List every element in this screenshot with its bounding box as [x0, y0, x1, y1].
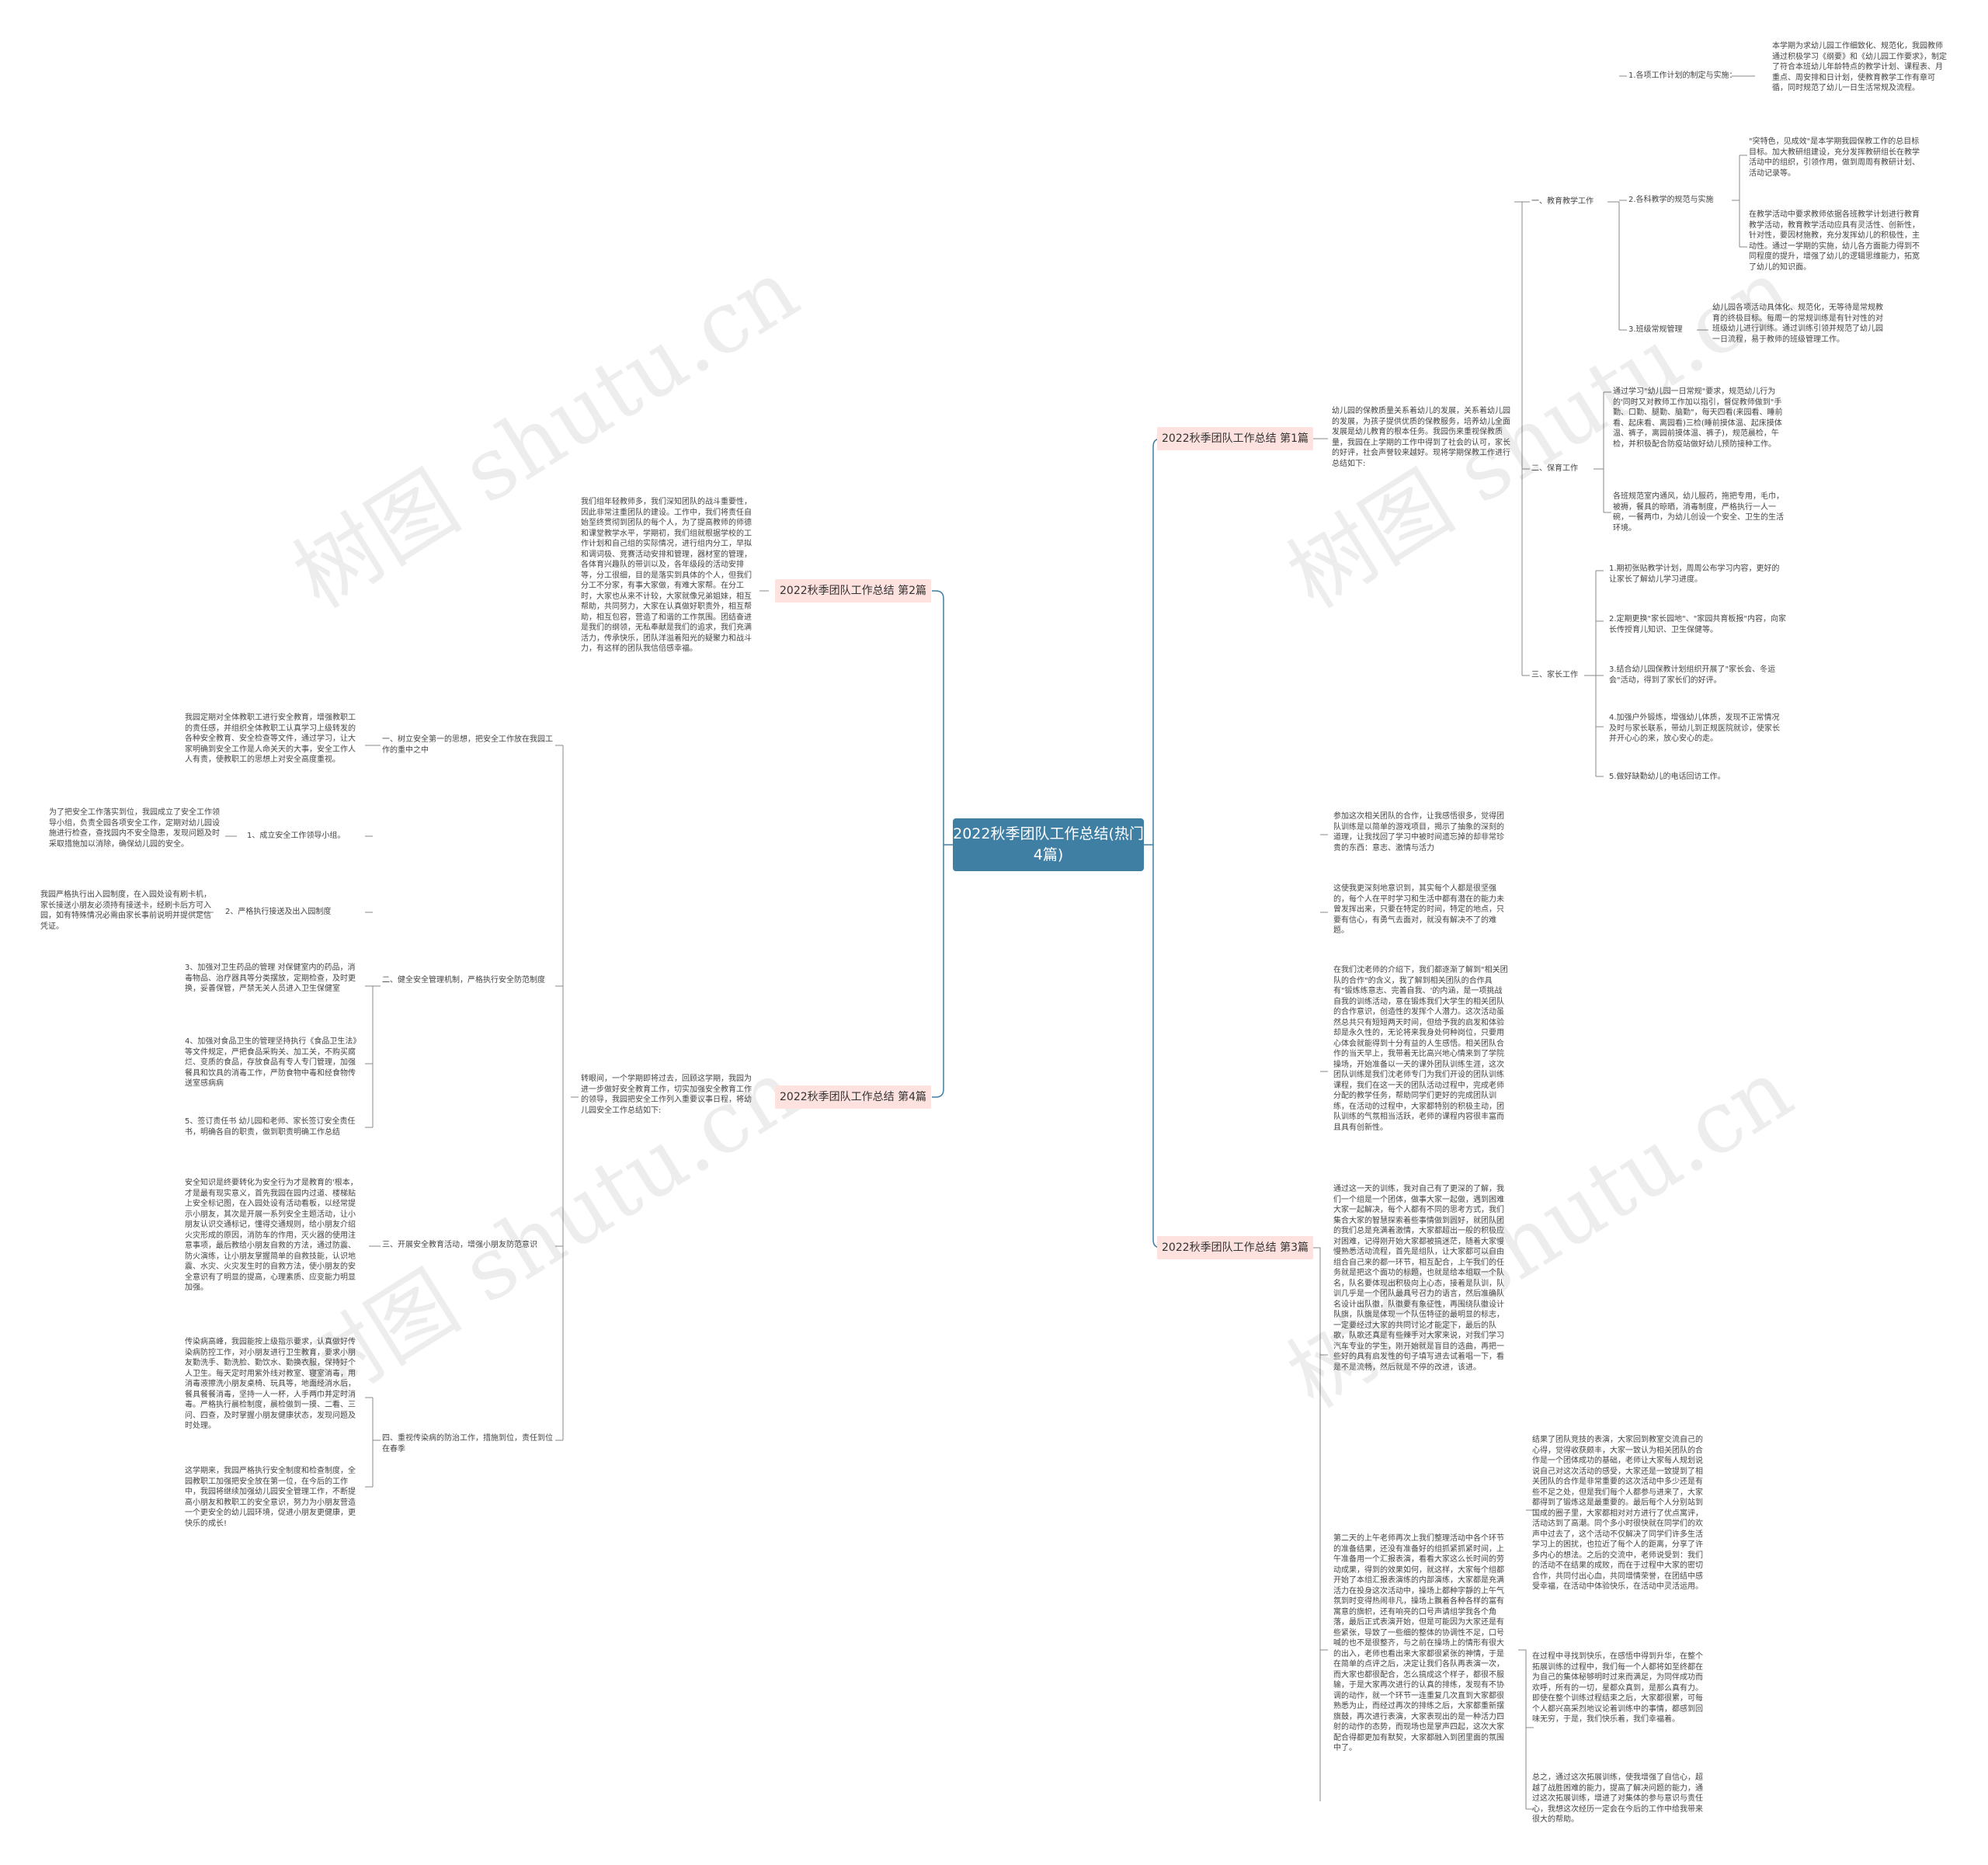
b4-s2-1-text: 为了把安全工作落实到位，我园成立了安全工作领导小组，负责全园各项安全工作，定期对…	[49, 808, 220, 849]
b1-s1-2-text-a: "突特色，见成效"是本学期我园保教工作的总目标目标。加大教研组建设，充分发挥教研…	[1749, 137, 1920, 178]
b1-s1-2[interactable]: 2.各科教学的规范与实施	[1628, 196, 1714, 204]
b4-s2-1[interactable]: 1、成立安全工作领导小组。	[247, 832, 346, 840]
b1-s3-item-1: 1.期初张贴教学计划，周周公布学习内容，更好的让家长了解幼儿学习进度。	[1609, 564, 1780, 584]
b1-s1-1-text: 本学期为求幼儿园工作细致化、规范化，我园教师通过积极学习《纲要》和《幼儿园工作要…	[1772, 42, 1947, 92]
b2-text: 我们组年轻教师多，我们深知团队的战斗重要性，因此非常注重团队的建设。工作中，我们…	[581, 498, 752, 653]
b4-s4-text-a: 传染病高峰，我园能按上级指示要求，认真做好传染病防控工作，对小朋友进行卫生教育，…	[185, 1338, 356, 1430]
b1-s3-item-5: 5.做好缺勤幼儿的电话回访工作。	[1609, 773, 1726, 781]
root-node[interactable]: 2022秋季团队工作总结(热门4篇)	[953, 818, 1144, 871]
b1-s3-item-3: 3.结合幼儿园保教计划组织开展了"家长会、冬运会"活动，得到了家长们的好评。	[1609, 665, 1776, 685]
b1-s2-text-b: 各班规范室内通风，幼儿服药，拖把专用，毛巾，被褥，餐具的晾晒，消毒制度，严格执行…	[1613, 492, 1784, 533]
b3-p6: 结果了团队竞技的表演，大家回到教室交流自己的心得，觉得收获颇丰，大家一致认为相关…	[1532, 1436, 1703, 1591]
b4-s2[interactable]: 二、健全安全管理机制，严格执行安全防范制度	[382, 976, 545, 985]
b1-s1-3[interactable]: 3.班级常规管理	[1628, 325, 1683, 334]
b4-intro: 转眼间，一个学期即将过去，回顾这学期，我园为进一步做好安全教育工作，切实加强安全…	[581, 1075, 752, 1115]
b3-p3: 在我们沈老师的介绍下，我们都逐渐了解到"相关团队的合作"的含义，我了解到相关团队…	[1333, 966, 1508, 1132]
b3-p8: 总之，通过这次拓展训练，使我增强了自信心，超越了战胜困难的能力，提高了解决问题的…	[1532, 1773, 1703, 1824]
b3-p1: 参加这次相关团队的合作，让我感悟很多，觉得团队训练是以简单的游戏项目，揭示了抽象…	[1333, 812, 1504, 853]
branch-4-title[interactable]: 2022秋季团队工作总结 第4篇	[775, 1085, 931, 1109]
b1-s1-3-text: 幼儿园各项活动具体化、规范化，无等待是常规教育的终极目标。每周一的常规训练是有针…	[1712, 304, 1883, 344]
b4-s2-5-text: 5、签订责任书 幼儿园和老师、家长签订安全责任书，明确各自的职责，做到职责明确工…	[185, 1117, 356, 1137]
b1-s1[interactable]: 一、教育教学工作	[1531, 197, 1594, 206]
b3-p7: 在过程中寻找到快乐，在感悟中得到升华，在整个拓展训练的过程中，我们每一个人都将如…	[1532, 1652, 1703, 1724]
b1-s2-text-a: 通过学习"幼儿园一日常规"要求，规范幼儿行为的'同时又对教师工作加以指引，督促教…	[1613, 387, 1783, 449]
b1-s2[interactable]: 二、保育工作	[1531, 464, 1578, 473]
b4-s1-text: 我园定期对全体教职工进行安全教育，增强教职工的责任感，并组织全体教职工认真学习上…	[185, 714, 356, 764]
b3-p4: 通过这一天的训练，我对自己有了更深的了解，我们一个组是一个团体，做事大家一起做，…	[1333, 1185, 1504, 1372]
b4-s3-text: 安全知识是终要转化为安全行为才是教育的'根本，才是最有现实意义，首先我园在园内过…	[185, 1179, 358, 1292]
b4-s2-2-text: 我园严格执行出入园制度，在入园处设有刷卡机，家长接送小朋友必须持有接送卡，经刷卡…	[40, 891, 211, 931]
branch-2-title[interactable]: 2022秋季团队工作总结 第2篇	[775, 579, 931, 603]
b4-s3[interactable]: 三、开展安全教育活动，增强小朋友防范意识	[382, 1241, 537, 1249]
b4-s2-4-text: 4、加强对食品卫生的管理坚持执行《食品卫生法》等文件规定，严把食品采购关、加工关…	[185, 1037, 361, 1088]
b4-s4-text-b: 这学期来，我园严格执行安全制度和检查制度，全园教职工加强把安全放在第一位，在今后…	[185, 1467, 356, 1528]
b1-s3-item-4: 4.加强户外锻炼，增强幼儿体质，发现不正常情况及时与家长联系，带幼儿到正规医院就…	[1609, 714, 1780, 743]
b4-s4[interactable]: 四、重视传染病的防治工作，措施到位，责任到位在春季	[382, 1434, 553, 1453]
b3-p5: 第二天的上午老师再次上我们整理活动中各个环节的准备结果，还没有准备好的组抓紧抓紧…	[1333, 1534, 1504, 1752]
b1-s3-item-2: 2.定期更换"家长园地"、"家园共育板报"内容，向家长传授育儿知识、卫生保健等。	[1609, 615, 1786, 634]
b4-s2-3-text: 3、加强对卫生药品的管理 对保健室内的药品，消毒物品、治疗器具等分类摆放，定期检…	[185, 964, 356, 993]
b4-s2-2[interactable]: 2、严格执行接送及出入园制度	[225, 908, 332, 916]
b1-intro: 幼儿园的保教质量关系着幼儿的发展，关系着幼儿园的发展，为孩子提供优质的保教服务，…	[1332, 407, 1510, 468]
branch-3-title[interactable]: 2022秋季团队工作总结 第3篇	[1157, 1236, 1313, 1259]
b1-s1-2-text-b: 在教学活动中要求教师依据各班教学计划进行教育教学活动，教育教学活动应具有灵活性、…	[1749, 210, 1920, 272]
b1-s3[interactable]: 三、家长工作	[1531, 671, 1578, 679]
branch-1-title[interactable]: 2022秋季团队工作总结 第1篇	[1157, 427, 1313, 450]
b1-s1-1[interactable]: 1.各项工作计划的制定与实施：	[1628, 71, 1737, 80]
b4-s1[interactable]: 一、树立安全第一的思想，把安全工作放在我园工作的重中之中	[382, 735, 553, 755]
b3-p2: 这使我更深刻地意识到，其实每个人都是很坚强的，每个人在平时学习和生活中都有潜在的…	[1333, 884, 1504, 935]
